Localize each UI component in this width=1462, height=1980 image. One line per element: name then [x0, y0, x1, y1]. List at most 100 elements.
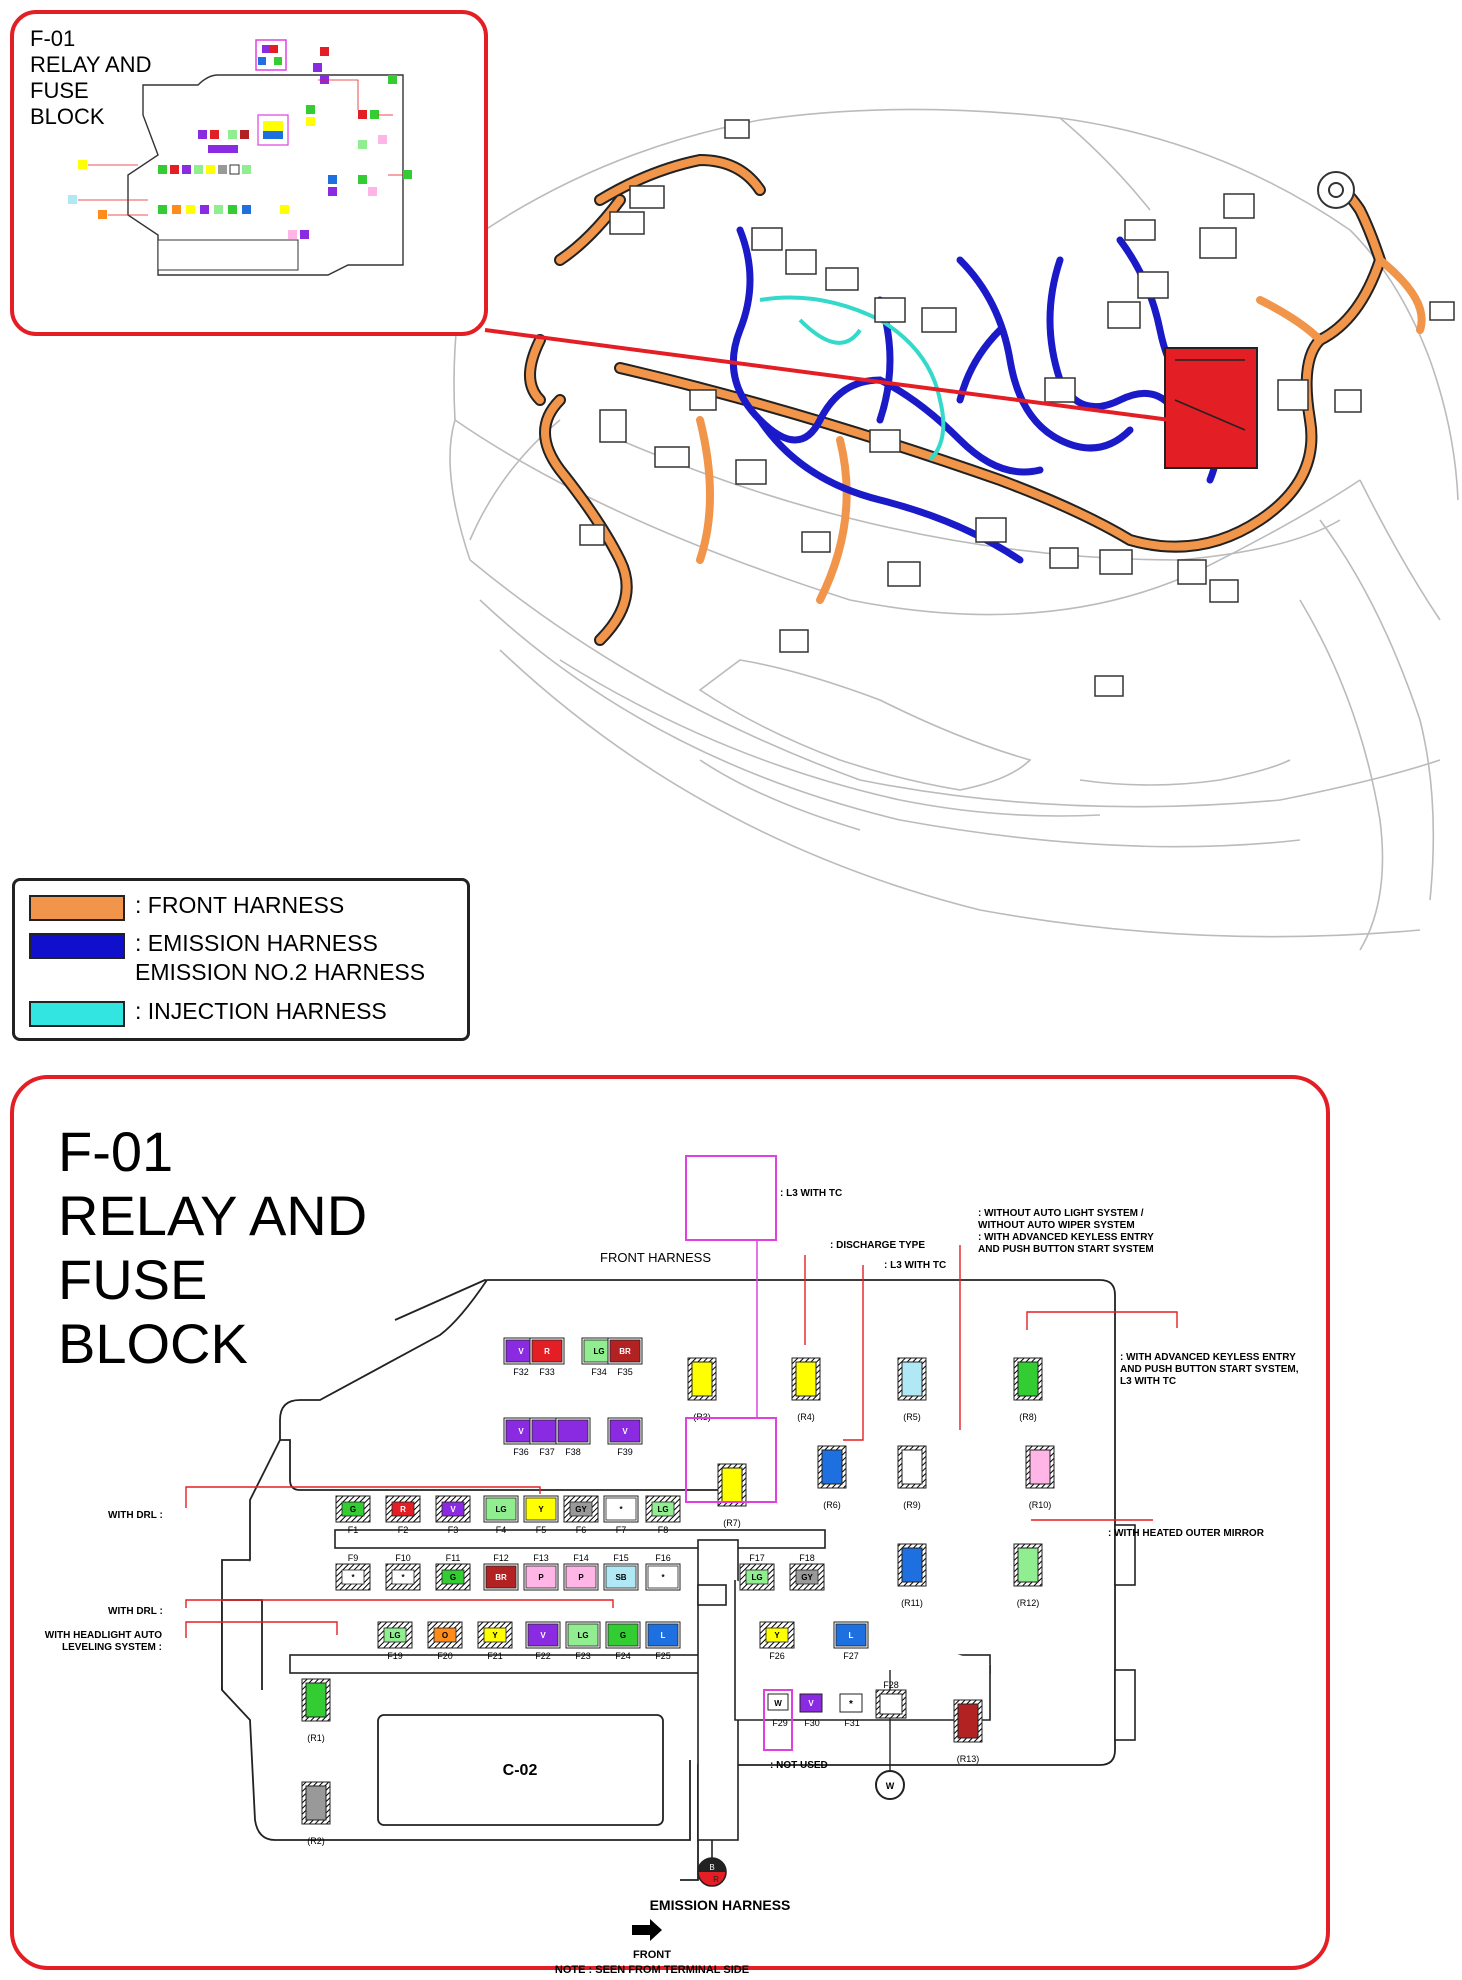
annotation-texts: : L3 WITH TC FRONT HARNESS : DISCHARGE T…	[108, 1188, 1265, 1771]
fuse-code: LG	[751, 1573, 762, 1582]
fuse-id: F33	[539, 1367, 555, 1377]
fuse-id: F10	[395, 1553, 411, 1563]
with-drl-1-text: WITH DRL :	[108, 1510, 163, 1521]
w-grommet	[875, 1770, 905, 1800]
emission-harness-label: : EMISSION HARNESS EMISSION NO.2 HARNESS	[135, 930, 426, 985]
inset-title-line-2: RELAY AND	[30, 52, 152, 77]
title-line-1: F-01	[58, 1120, 174, 1183]
relay-r5: (R5)	[897, 1357, 927, 1422]
fuse-code: P	[578, 1573, 584, 1582]
fuse-id: F16	[655, 1553, 671, 1563]
fuse-id: F14	[573, 1553, 589, 1563]
fuse-code: BR	[495, 1573, 507, 1582]
fuse-block-frame	[10, 1075, 1330, 1970]
emission-harness-swatch	[29, 933, 125, 959]
relay-r13: (R13)	[953, 1699, 983, 1764]
fuse-id: F34	[591, 1367, 607, 1377]
fuse-f23: LG F23	[565, 1621, 601, 1661]
fuse-code: V	[540, 1631, 546, 1640]
svg-text:W: W	[774, 1699, 782, 1708]
fuse-code: P	[538, 1573, 544, 1582]
fuse-code: V	[622, 1427, 628, 1436]
fuse-id: F15	[613, 1553, 629, 1563]
title-line-3: FUSE	[58, 1248, 208, 1311]
fuse-f3: VF3	[435, 1495, 471, 1535]
fuse-code: LG	[657, 1505, 668, 1514]
fuse-f10: * F10	[385, 1553, 421, 1591]
with-keyless-text: : WITH ADVANCED KEYLESS ENTRY AND PUSH B…	[978, 1232, 1154, 1255]
fuse-code: V	[518, 1427, 524, 1436]
fuse-code: *	[401, 1573, 405, 1582]
fuse-f5: YF5	[523, 1495, 559, 1535]
fuse-code: G	[450, 1573, 456, 1582]
fuse-code: *	[661, 1573, 665, 1582]
svg-text:B: B	[709, 1863, 714, 1872]
engine-harness-illustration	[449, 108, 1459, 951]
inset-mini-block-diagram	[68, 39, 412, 276]
svg-text:R: R	[713, 1875, 719, 1884]
fuse-id: F22	[535, 1651, 551, 1661]
title-line-2: RELAY AND	[58, 1184, 368, 1247]
fuse-id: F19	[387, 1651, 403, 1661]
fuse-id: F7	[616, 1525, 627, 1535]
fuse-code: LG	[577, 1631, 588, 1640]
fuse-id: F1	[348, 1525, 359, 1535]
svg-text:*: *	[849, 1699, 853, 1710]
front-harness-label: : FRONT HARNESS	[135, 892, 345, 918]
fuse-code: Y	[492, 1631, 498, 1640]
fuse-id: F32	[513, 1367, 529, 1377]
fuse-id: F35	[617, 1367, 633, 1377]
svg-text:(R5): (R5)	[903, 1412, 921, 1422]
fuse-id: F11	[446, 1553, 461, 1563]
svg-text:(R4): (R4)	[797, 1412, 815, 1422]
fuse-id: F26	[769, 1651, 785, 1661]
fuse-f9: *F9	[335, 1553, 371, 1591]
svg-text:(R12): (R12)	[1017, 1598, 1040, 1608]
l3-tc-text: : L3 WITH TC	[884, 1260, 946, 1271]
fuse-f16: * F16	[645, 1553, 681, 1591]
fuse-code: V	[518, 1347, 524, 1356]
discharge-text: : DISCHARGE TYPE	[830, 1240, 925, 1251]
r7-box	[685, 1417, 777, 1503]
injection-harness-lines	[759, 295, 946, 462]
svg-text:(R7): (R7)	[723, 1518, 741, 1528]
callout-line	[484, 328, 1171, 422]
fuse-f22: V F22	[525, 1621, 561, 1661]
fuse-code: LG	[593, 1347, 604, 1356]
fuse-id: F23	[575, 1651, 591, 1661]
without-auto-light-text: : WITHOUT AUTO LIGHT SYSTEM / WITHOUT AU…	[978, 1208, 1144, 1231]
fuse-id: F8	[658, 1525, 669, 1535]
inset-title-line-3: FUSE	[30, 78, 89, 103]
r-l3-tc-box	[685, 1155, 777, 1241]
fuse-f7: *F7	[603, 1495, 639, 1535]
relay-r12: (R12)	[1013, 1543, 1043, 1608]
fuse-id: F21	[487, 1651, 503, 1661]
fuse-f11: G F11	[435, 1553, 471, 1591]
l3-tc-top-text: : L3 WITH TC	[780, 1188, 842, 1199]
fuse-id: F5	[536, 1525, 547, 1535]
relay-r11: (R11)	[897, 1543, 927, 1608]
fuse-code: LG	[495, 1505, 506, 1514]
front-harness-swatch	[29, 895, 125, 921]
fuse-id: F6	[576, 1525, 587, 1535]
svg-text:F29: F29	[772, 1718, 788, 1728]
note-label: NOTE : SEEN FROM TERMINAL SIDE	[555, 1964, 749, 1976]
fuse-f38: F38	[555, 1417, 591, 1457]
fuse-code: L	[661, 1631, 666, 1640]
relay-r9: (R9)	[897, 1445, 927, 1510]
fuse-code: V	[450, 1505, 456, 1514]
svg-text:(R2): (R2)	[307, 1836, 325, 1846]
front-arrow-icon	[632, 1919, 662, 1941]
fuse-id: F24	[615, 1651, 631, 1661]
relay-r1: (R1)	[301, 1678, 331, 1743]
